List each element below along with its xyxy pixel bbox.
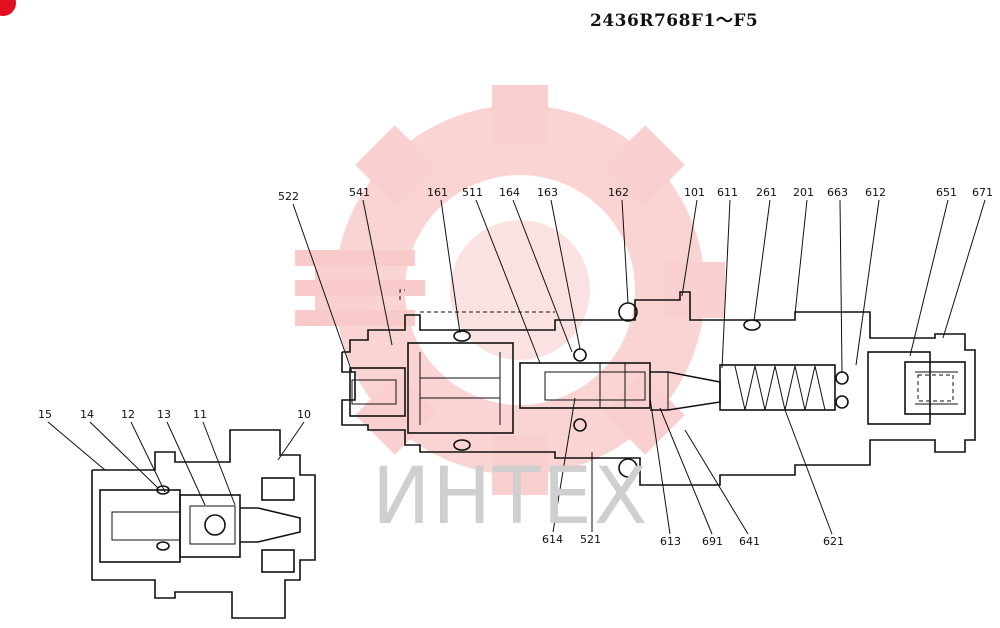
label-621: 621	[823, 535, 844, 548]
label-10: 10	[297, 408, 311, 421]
corner-badge-icon	[0, 0, 16, 16]
label-671: 671	[972, 186, 993, 199]
label-612: 612	[865, 186, 886, 199]
label-614: 614	[542, 533, 563, 546]
label-521: 521	[580, 533, 601, 546]
main-labels: 522 541 161 511 164 163 162 101 611 261 …	[278, 186, 993, 548]
watermark-text: ИНТЕХ	[372, 452, 650, 542]
label-101: 101	[684, 186, 705, 199]
label-261: 261	[756, 186, 777, 199]
label-201: 201	[793, 186, 814, 199]
label-522: 522	[278, 190, 299, 203]
label-162: 162	[608, 186, 629, 199]
label-13: 13	[157, 408, 171, 421]
label-11: 11	[193, 408, 207, 421]
label-691: 691	[702, 535, 723, 548]
detail-valve-section	[91, 429, 316, 619]
main-valve-section	[341, 289, 976, 486]
label-164: 164	[499, 186, 520, 199]
watermark-gear-logo	[295, 85, 725, 495]
diagram-title: 2436R768F1～F5	[590, 11, 759, 31]
detail-labels: 15 14 12 13 11 10	[38, 408, 311, 506]
label-541: 541	[349, 186, 370, 199]
label-163: 163	[537, 186, 558, 199]
label-12: 12	[121, 408, 135, 421]
label-641: 641	[739, 535, 760, 548]
label-14: 14	[80, 408, 94, 421]
label-161: 161	[427, 186, 448, 199]
label-663: 663	[827, 186, 848, 199]
label-613: 613	[660, 535, 681, 548]
label-611: 611	[717, 186, 738, 199]
label-651: 651	[936, 186, 957, 199]
label-511: 511	[462, 186, 483, 199]
label-15: 15	[38, 408, 52, 421]
